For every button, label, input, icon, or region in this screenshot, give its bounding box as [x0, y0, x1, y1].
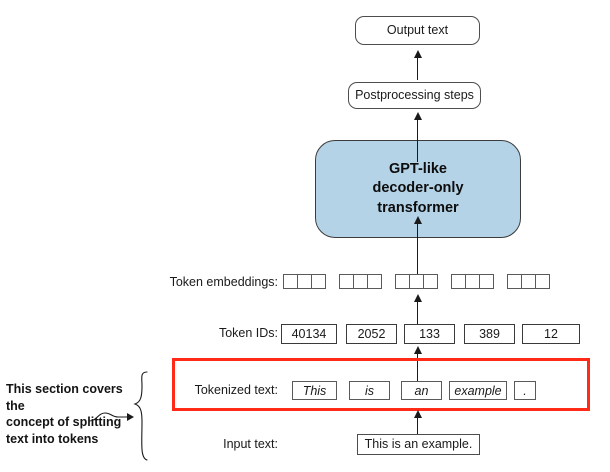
embedding-cell [283, 274, 298, 289]
embedding-cell [535, 274, 550, 289]
transformer-line-1: GPT-like [388, 161, 447, 178]
input-text-label-text: Input text: [223, 437, 278, 451]
token-box: an [401, 381, 442, 400]
output-text-node: Output text [355, 16, 480, 45]
embedding-cell [479, 274, 494, 289]
annotation-arrow-icon [88, 412, 134, 422]
embedding-cell [353, 274, 368, 289]
token-id-value: 133 [419, 327, 440, 341]
annotation-line-3: text into tokens [6, 431, 99, 446]
token-box: example [449, 381, 507, 400]
token-id-value: 2052 [357, 327, 386, 341]
token-embeddings-label-text: Token embeddings: [169, 275, 278, 289]
token-id-box: 2052 [346, 324, 397, 344]
embedding-cell [423, 274, 438, 289]
input-text-box: This is an example. [357, 434, 480, 455]
token-ids-label-text: Token IDs: [218, 326, 278, 340]
arrow-ids-to-embeddings [412, 294, 423, 324]
token-value: . [523, 383, 527, 398]
tokenized-text-label-text: Tokenized text: [194, 383, 278, 397]
arrow-embeddings-to-transformer [412, 216, 423, 276]
embedding-group [339, 274, 382, 289]
embedding-cell [507, 274, 522, 289]
arrow-transformer-to-postprocessing [412, 112, 423, 140]
embedding-cell [297, 274, 312, 289]
arrow-postprocessing-to-output [412, 50, 423, 80]
token-id-box: 12 [522, 324, 580, 344]
input-text-value: This is an example. [364, 437, 473, 452]
embedding-group [283, 274, 326, 289]
arrow-tokens-to-ids [412, 346, 423, 382]
token-value: example [454, 383, 502, 398]
postprocessing-label: Postprocessing steps [355, 88, 474, 103]
annotation-line-2: concept of splitting [6, 415, 122, 430]
token-ids-label: Token IDs: [150, 326, 278, 340]
output-text-label: Output text [386, 23, 449, 38]
token-box: is [349, 381, 390, 400]
annotation-callout: This section covers the concept of split… [6, 381, 134, 448]
transformer-inner-line [417, 140, 418, 162]
token-embeddings-label: Token embeddings: [150, 275, 278, 289]
embedding-group [451, 274, 494, 289]
arrow-input-to-tokens [412, 410, 423, 436]
token-box: This [292, 381, 337, 400]
token-id-value: 12 [544, 327, 558, 341]
embedding-cell [311, 274, 326, 289]
embedding-cell [451, 274, 466, 289]
token-id-value: 389 [479, 327, 500, 341]
curly-brace-icon [133, 371, 148, 461]
token-value: This [302, 383, 327, 398]
token-id-value: 40134 [291, 327, 327, 341]
input-text-label: Input text: [150, 437, 278, 451]
embedding-cell [339, 274, 354, 289]
token-id-box: 133 [404, 324, 455, 344]
embedding-group [507, 274, 550, 289]
token-value: an [414, 383, 429, 398]
postprocessing-node: Postprocessing steps [348, 82, 481, 109]
tokenized-text-label: Tokenized text: [150, 383, 278, 397]
embedding-cell [409, 274, 424, 289]
embedding-cell [395, 274, 410, 289]
token-box: . [514, 381, 536, 400]
transformer-line-2: decoder-only [372, 180, 464, 197]
embedding-cell [367, 274, 382, 289]
embedding-cell [465, 274, 480, 289]
transformer-line-3: transformer [377, 199, 459, 216]
embedding-cell [521, 274, 536, 289]
token-value: is [364, 383, 375, 398]
annotation-line-1: This section covers the [6, 382, 123, 413]
token-id-box: 389 [464, 324, 515, 344]
token-id-box: 40134 [281, 324, 337, 344]
embedding-group [395, 274, 438, 289]
